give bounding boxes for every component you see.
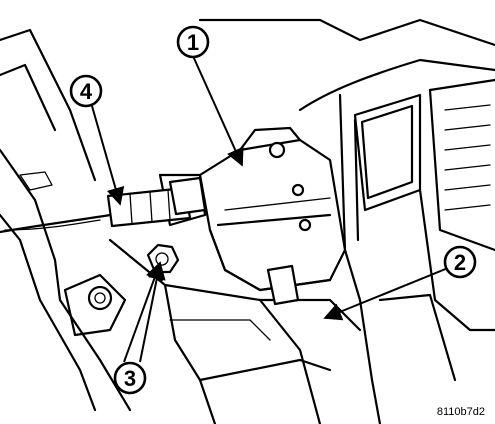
mounting-nut xyxy=(146,243,180,274)
callout-4: 4 xyxy=(69,74,103,108)
mounting-bolt xyxy=(87,285,113,311)
wire-connector xyxy=(0,176,207,234)
callout-4-label: 4 xyxy=(80,79,93,104)
callout-3: 3 xyxy=(113,361,147,395)
callout-1: 1 xyxy=(176,25,210,59)
callout-2-label: 2 xyxy=(454,250,466,275)
callout-2: 2 xyxy=(443,245,477,279)
actuator-housing xyxy=(158,126,347,306)
callout-3-label: 3 xyxy=(124,366,136,391)
right-housing xyxy=(198,18,495,424)
callout-leaders xyxy=(91,55,449,363)
callout-1-label: 1 xyxy=(187,30,199,55)
figure-code: 8110b7d2 xyxy=(436,406,485,418)
